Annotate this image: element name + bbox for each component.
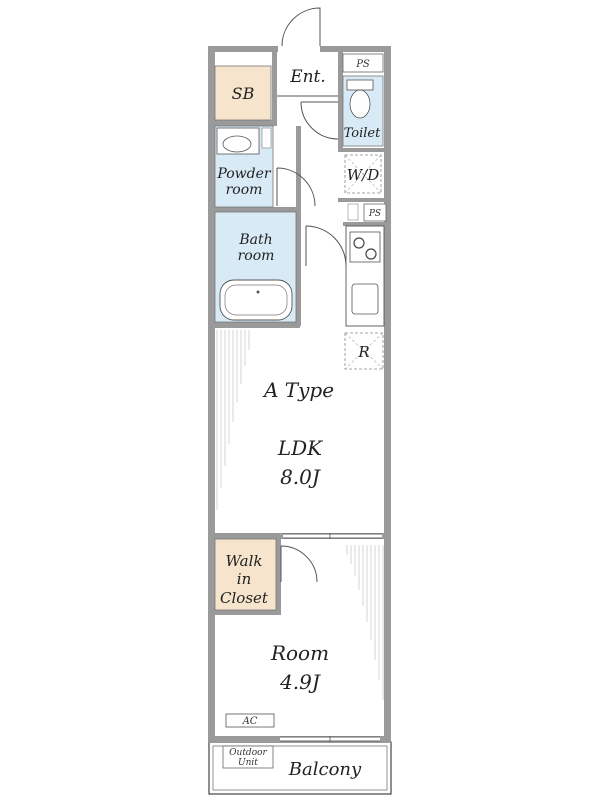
room-size: 4.9J (279, 670, 321, 694)
outdoor-unit-label-1: Outdoor (229, 748, 267, 758)
closet-label-1: Walk (226, 552, 263, 570)
refrigerator-label: R (357, 343, 369, 361)
entrance-door (281, 7, 321, 47)
wash-basin (222, 135, 252, 153)
ldk-size: 8.0J (280, 465, 321, 489)
powder-room-label-1: Powder (216, 166, 272, 182)
kitchen-sink (351, 283, 379, 315)
entrance-label: Ent. (289, 67, 326, 87)
walk-in-closet (214, 538, 277, 611)
burner-1 (353, 237, 365, 249)
floor-type-label: A Type (262, 378, 334, 402)
bath-room-label-1: Bath (238, 232, 272, 248)
pipe-space-kitchen-label: PS (368, 209, 381, 219)
entrance-inner-door (300, 101, 339, 140)
balcony-railing (212, 745, 388, 791)
toilet-label: Toilet (344, 126, 381, 141)
ldk-label: LDK (277, 436, 323, 460)
balcony-label: Balcony (288, 759, 362, 780)
pipe-space-top (342, 53, 384, 73)
outdoor-unit (222, 745, 274, 769)
pipe-space-top-label: PS (355, 59, 370, 70)
outdoor-unit-label-2: Unit (238, 758, 258, 768)
ac-label: AC (242, 716, 258, 727)
powder-room-label-2: room (226, 182, 263, 198)
shoe-box (214, 65, 272, 121)
bath-room-label-2: room (238, 248, 275, 264)
room-sliding-door (283, 533, 382, 539)
shoe-box-label: SB (232, 84, 255, 103)
balcony-window (280, 736, 380, 742)
closet-door (280, 545, 318, 583)
stove (349, 231, 381, 263)
washer-space-label: W/D (347, 166, 380, 184)
bathtub (219, 279, 293, 321)
burner-2 (365, 248, 377, 260)
bath-door (305, 225, 347, 267)
closet-label-3: Closet (220, 589, 269, 607)
toilet-bowl (349, 89, 371, 119)
room-label: Room (270, 641, 329, 665)
air-conditioner (225, 713, 275, 728)
powder-room-door (276, 167, 316, 207)
toilet-tank (346, 79, 374, 91)
ldk-window-hatching (216, 330, 250, 510)
closet-label-2: in (237, 570, 251, 588)
pipe-space-kitchen (363, 203, 387, 222)
room-window-hatching (346, 545, 384, 700)
